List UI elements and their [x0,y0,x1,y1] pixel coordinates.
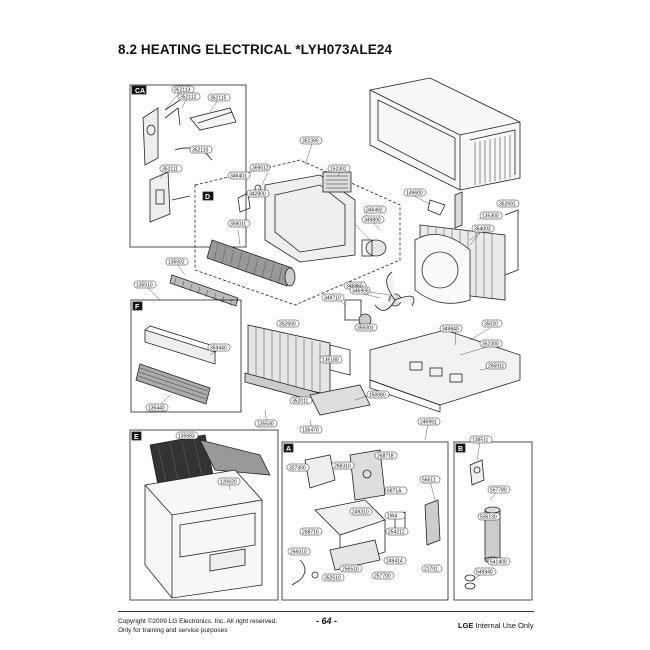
part-label: 359011 [230,222,247,228]
part-label: 352112 [180,95,197,101]
part-label: 352110 [192,148,209,154]
fan-shroud [414,234,471,304]
panel-bracket [142,107,159,166]
part-label: 249414 [386,559,403,565]
part-label: 35020 [484,322,498,328]
part-label: 354003 [474,227,491,233]
part-label: 246991 [420,420,437,426]
internal-use-notice: LGE Internal Use Only [458,621,533,630]
part-label: 352111 [162,167,178,173]
section-tag-b: B [458,446,463,453]
part-label: 257700 [374,574,391,580]
section-tag-e: E [134,434,139,441]
condenser-fan [374,271,415,311]
part-label: 352113 [174,88,191,94]
part-label: 6871A [387,489,402,495]
blower-housing [264,174,356,263]
part-label: 349710 [324,296,341,302]
copyright-line-1: Copyright ©2009 LG Electronics. Inc. All… [118,618,278,625]
section-b-box [453,441,533,601]
part-label: 268310 [334,464,351,470]
part-label: 352011 [292,399,309,405]
internal-use-text: Internal Use Only [475,621,534,630]
part-label: 120620 [220,480,237,486]
copyright-line-2: Only for training and service purposes [118,626,228,634]
part-label: 265011 [488,364,505,370]
part-label: 352600 [279,322,296,328]
part-label: 256510 [342,567,359,573]
section-a-box [281,441,449,601]
part-label: 342800 [249,192,266,198]
part-label: 549940 [476,570,493,576]
section-tag-f: F [135,304,140,311]
part-label: 535130 [480,515,497,521]
part-label: 355001 [357,326,374,332]
part-label: 135002 [168,260,185,266]
part-label: 135510 [136,283,153,289]
section-f-box [130,299,242,413]
part-label: 150080 [369,393,386,399]
part-label: 21701 [424,567,438,573]
part-label: 152302 [330,167,347,173]
part-label: 349840 [442,327,459,333]
brand-text: LGE [458,621,474,630]
part-label: 135440 [148,406,165,412]
part-label: 149600 [406,191,423,197]
page-number: - 64 - [316,616,338,626]
copyright-notice: Copyright ©2009 LG Electronics. Inc. All… [118,618,277,635]
part-label: 359440 [210,346,227,352]
footer-rule [118,611,534,612]
part-label: 327300 [289,466,306,472]
section-ca-box [129,84,247,248]
control-box [314,499,386,536]
section-d-box [194,159,401,306]
part-label: 135470 [302,428,319,434]
cabinet-case [369,77,521,191]
part-label: 352691 [499,202,516,208]
cross-flow-fan [206,239,293,287]
part-label: 352510 [324,576,341,582]
part-label: 138511 [472,438,489,444]
part-label: 268716 [302,530,319,536]
wire-harness [164,99,181,126]
section-e-box [129,429,279,601]
part-label: 135180 [322,358,339,364]
part-label: 352390 [302,139,319,145]
part-label: 541400 [490,560,507,566]
part-label: 346401 [230,174,247,180]
part-label: 135530 [257,422,274,428]
page-title: 8.2 HEATING ELECTRICAL *LYH073ALE24 [118,42,393,57]
grille-strip [169,274,239,307]
louver [135,363,211,405]
front-cabinet [144,469,263,599]
part-label: 135300 [482,214,499,220]
part-label: 346492 [366,208,383,214]
part-label: 349890 [364,218,381,224]
part-label: 254212 [388,530,405,536]
part-label: 557780 [490,488,507,494]
part-label: 352115 [210,96,227,102]
part-label: 266010 [290,550,307,556]
section-tag-ca: CA [135,88,145,95]
part-label: 1W4 [387,514,398,520]
part-label: 268718 [377,454,394,460]
part-label: 359012 [252,166,269,172]
part-label: 56611 [422,478,436,484]
section-tag-a: A [286,446,291,453]
part-label: 135683 [178,434,195,440]
part-label: 346960 [346,284,363,290]
part-label: 249310 [352,510,369,516]
part-label: 346905 [352,289,369,295]
part-label: 352300 [482,342,499,348]
section-tag-d: D [205,194,210,201]
